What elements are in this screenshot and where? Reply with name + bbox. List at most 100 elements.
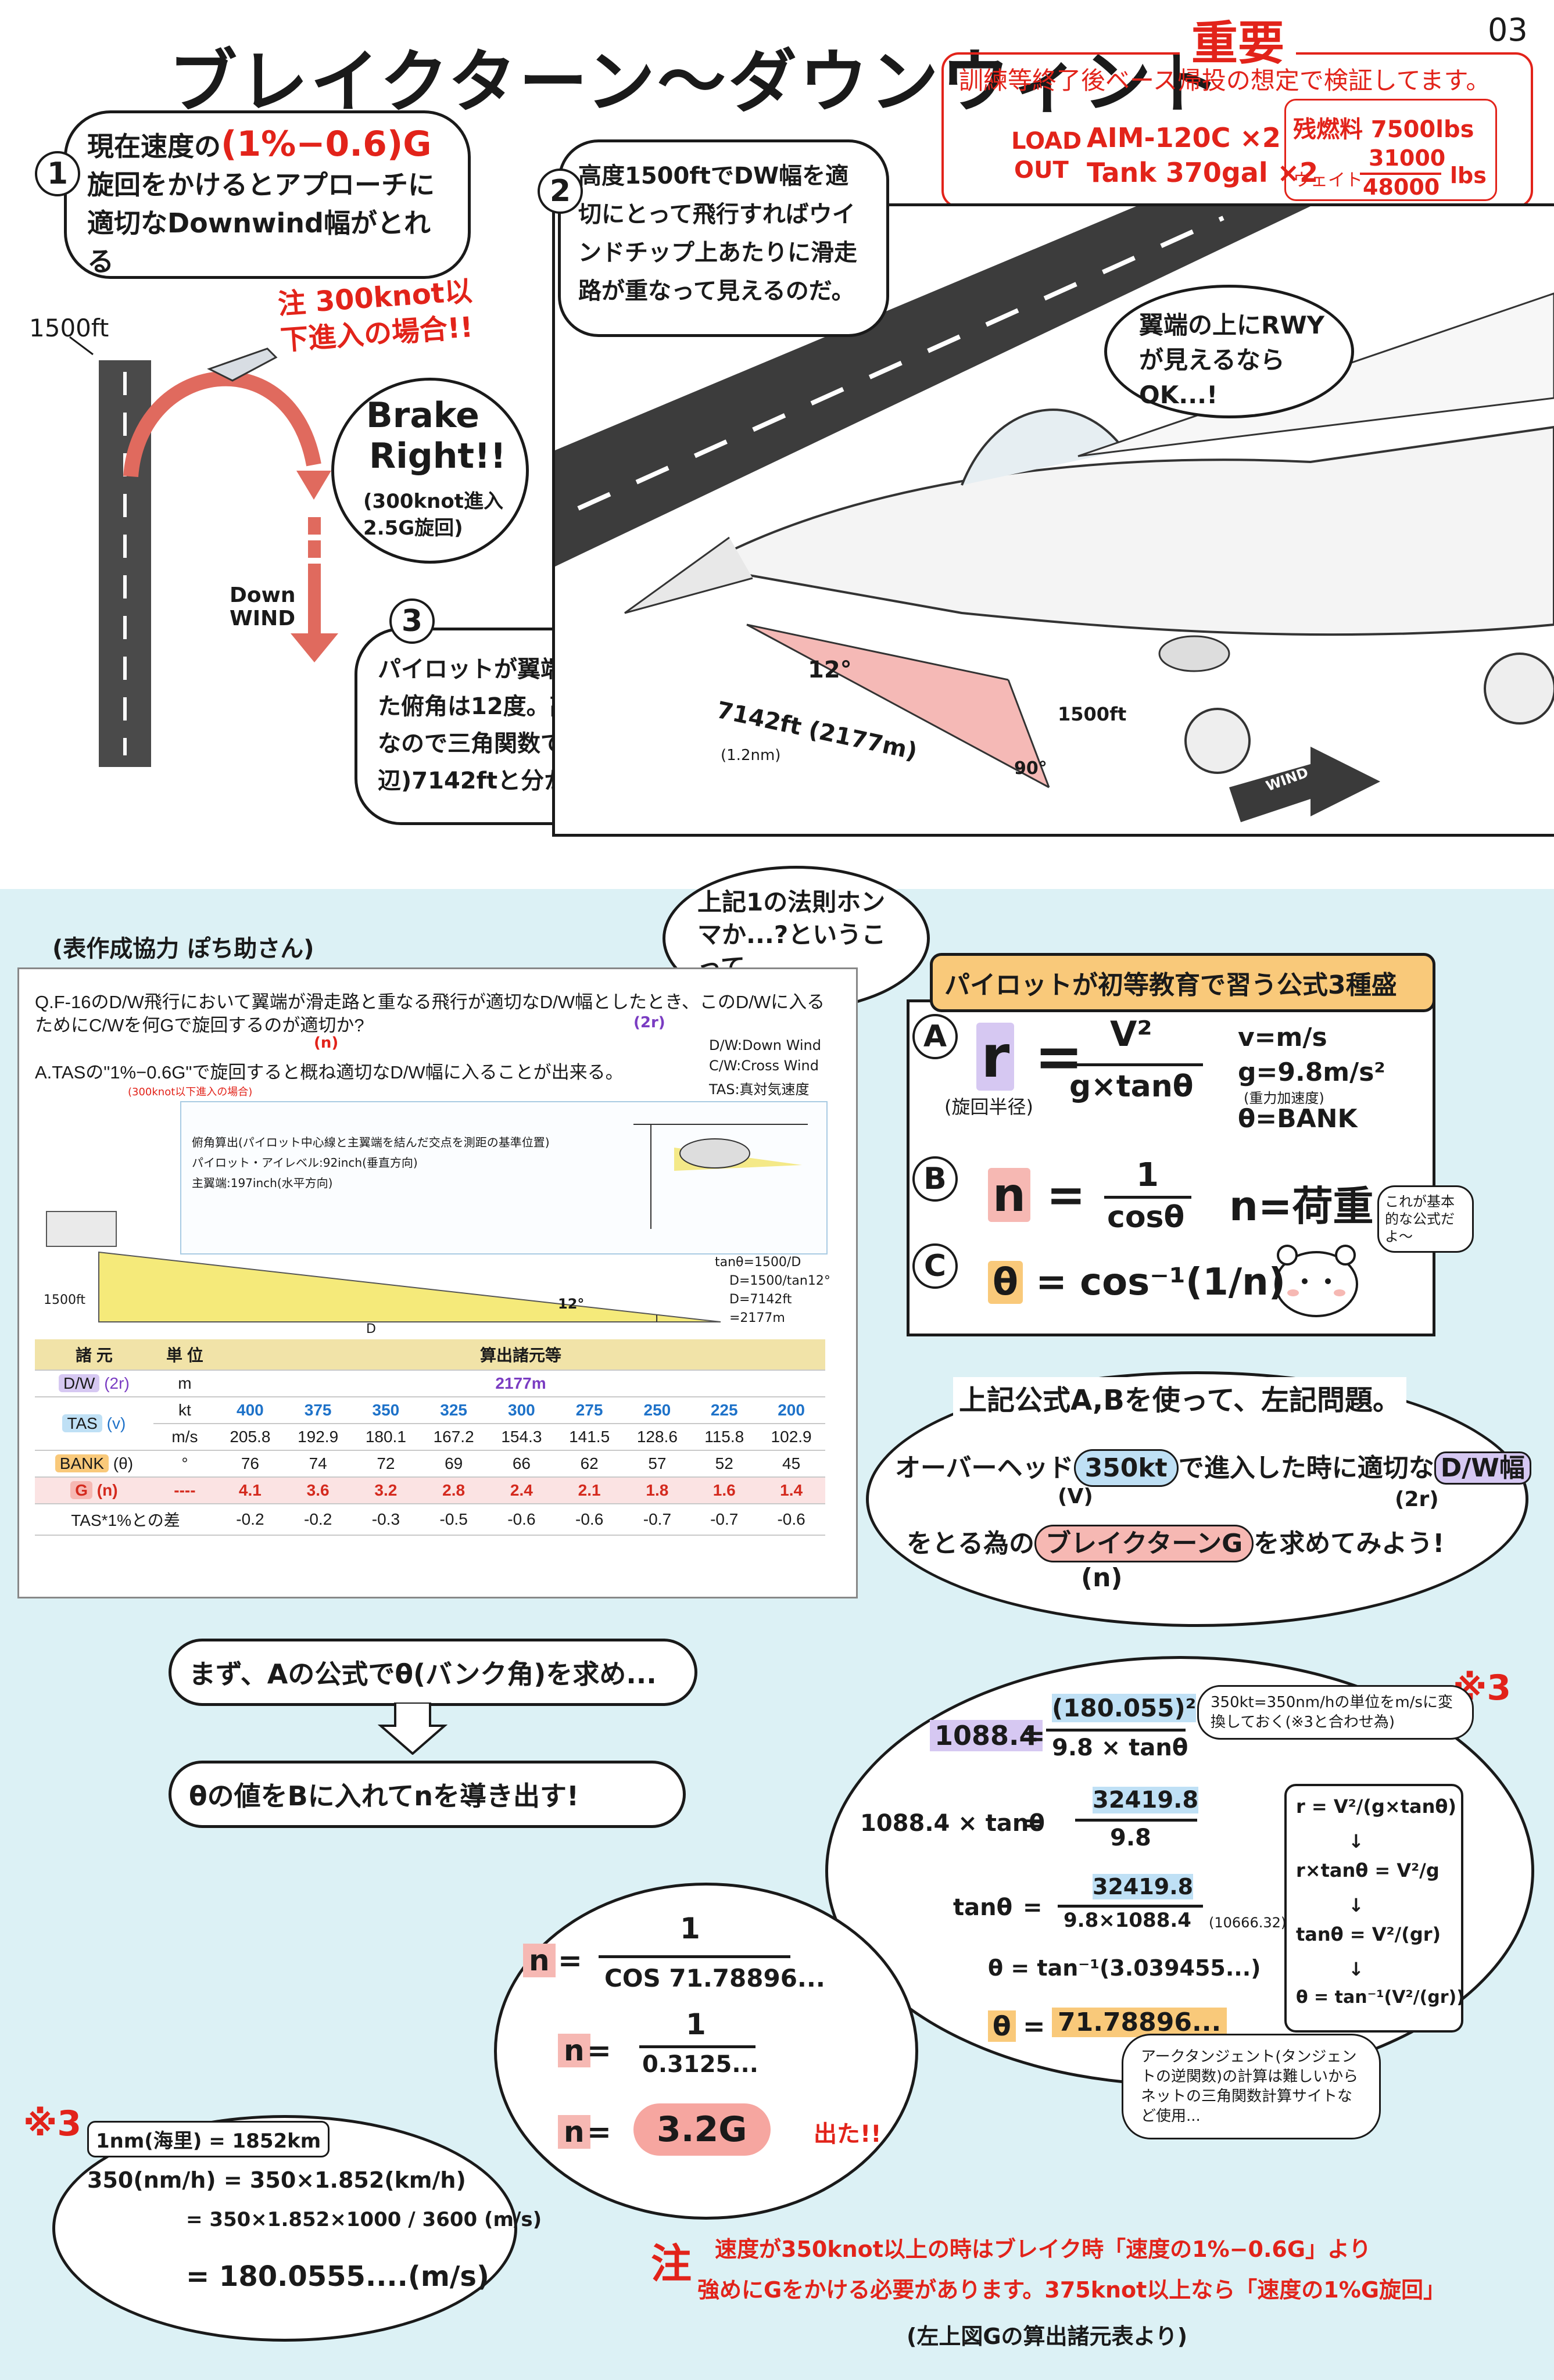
tas-kt-unit: kt bbox=[153, 1397, 217, 1424]
formula-a-num: V² bbox=[1110, 1014, 1152, 1055]
g-cell: 1.4 bbox=[757, 1477, 825, 1504]
derivation-arrow-2: ↓ bbox=[1348, 1894, 1364, 1916]
page-number: 03 bbox=[1488, 12, 1528, 48]
task-line2b: で進入した時に適切な bbox=[1178, 1453, 1434, 1483]
step2-bubble bbox=[558, 139, 889, 337]
altitude-label: 1500ft bbox=[29, 314, 109, 342]
conversion-mark: ※3 bbox=[23, 2103, 82, 2144]
mascot-icon bbox=[1274, 1245, 1358, 1317]
theta-l3-num: 32419.8 bbox=[1093, 1874, 1194, 1899]
table-legend-1: D/W:Down Wind bbox=[709, 1037, 821, 1053]
bottom-note-line1: 速度が350knot以上の時はブレイク時「速度の1%−0.6G」より bbox=[715, 2236, 1372, 2262]
theta-l2-num: 32419.8 bbox=[1093, 1787, 1199, 1813]
step1-range: (1%−0.6)G bbox=[221, 124, 432, 164]
theta-l4: θ = tan⁻¹(3.039455...) bbox=[988, 1955, 1261, 1981]
tas-ms-unit: m/s bbox=[153, 1424, 217, 1451]
tas-kt-cell: 325 bbox=[420, 1397, 488, 1424]
brake-line1: Brake bbox=[366, 395, 479, 436]
tan-note-2: D=1500/tan12° bbox=[729, 1274, 830, 1288]
task-dw: D/W幅 bbox=[1434, 1451, 1531, 1485]
step-a-bubble: まず、Aの公式でθ(バンク角)を求め... bbox=[169, 1639, 697, 1706]
dw-diagram-d: D bbox=[366, 1322, 376, 1336]
derivation-4: θ = tan⁻¹(V²/(gr)) bbox=[1296, 1987, 1465, 2008]
formula-a-note-4: θ=BANK bbox=[1238, 1104, 1358, 1134]
bank-unit: ° bbox=[153, 1450, 217, 1478]
formula-b-line bbox=[1104, 1196, 1191, 1199]
dw-diagram-1500: 1500ft bbox=[44, 1293, 85, 1307]
formula-b-note: n=荷重 bbox=[1229, 1182, 1374, 1230]
fuel-box bbox=[1284, 99, 1497, 201]
bank-cell: 74 bbox=[284, 1450, 352, 1478]
derivation-arrow-3: ↓ bbox=[1348, 1958, 1364, 1980]
diff-cell: -0.3 bbox=[352, 1504, 420, 1536]
step3-number: 3 bbox=[389, 598, 435, 644]
spec-table-wrap: 諸 元 単 位 算出諸元等 D/W (2r) m 2177m TAS (v) k… bbox=[35, 1339, 825, 1536]
table-row-dw: D/W (2r) m 2177m bbox=[35, 1370, 825, 1397]
table-row-g: G (n) ---- 4.1 3.6 3.2 2.8 2.4 2.1 1.8 1… bbox=[35, 1477, 825, 1504]
theta-l2-den: 9.8 bbox=[1110, 1825, 1151, 1851]
g-cell: 2.4 bbox=[488, 1477, 556, 1504]
derivation-2: r×tanθ = V²/g bbox=[1296, 1859, 1440, 1881]
header-values: 算出諸元等 bbox=[216, 1339, 825, 1371]
brake-line2: Right!! bbox=[369, 436, 506, 476]
conversion-l3: = 350×1.852×1000 / 3600 (m/s) bbox=[186, 2208, 542, 2231]
triangle-angle: 12° bbox=[808, 657, 852, 683]
task-line1: 上記公式A,Bを使って、左記問題。 bbox=[953, 1377, 1407, 1418]
depression-calc-box bbox=[180, 1101, 828, 1254]
dw-value: 2177m bbox=[216, 1370, 825, 1397]
n-l2-den: 0.3125... bbox=[642, 2051, 758, 2078]
brake-bubble bbox=[331, 378, 529, 564]
table-question-note-n: (n) bbox=[314, 1034, 339, 1052]
step-b-bubble: θの値をBに入れてnを導き出す! bbox=[169, 1761, 686, 1828]
tas-kt-cell: 200 bbox=[757, 1397, 825, 1424]
formula-a-note-1: v=m/s bbox=[1238, 1023, 1327, 1052]
g-cell: 3.2 bbox=[352, 1477, 420, 1504]
bank-label-cell: BANK (θ) bbox=[35, 1450, 153, 1478]
formula-b-lhs-n: n bbox=[988, 1168, 1030, 1222]
weight-fraction-line bbox=[1360, 173, 1441, 175]
tas-kt-cell: 350 bbox=[352, 1397, 420, 1424]
theta-l1-den: 9.8 × tanθ bbox=[1052, 1734, 1188, 1761]
important-heading: 重要 bbox=[1180, 6, 1296, 73]
table-answer-note: (300knot以下進入の場合) bbox=[128, 1086, 253, 1098]
g-cell: 1.8 bbox=[623, 1477, 692, 1504]
theta-l5-lhs: θ bbox=[988, 2010, 1016, 2042]
formula-c-lhs: θ bbox=[988, 1261, 1023, 1304]
tas-ms-cell: 154.3 bbox=[488, 1424, 556, 1451]
task-line2a: オーバーヘッド bbox=[895, 1453, 1074, 1483]
n-l2-line bbox=[639, 2045, 755, 2048]
header-unit: 単 位 bbox=[153, 1339, 217, 1371]
formula-panel-title: パイロットが初等教育で習う公式3種盛 bbox=[930, 953, 1435, 1012]
formula-a-note-3: (重力加速度) bbox=[1244, 1090, 1324, 1106]
derivation-1: r = V²/(g×tanθ) bbox=[1296, 1795, 1456, 1818]
conversion-l1: 1nm(海里) = 1852km bbox=[87, 2121, 330, 2157]
n-l1-eq: = bbox=[558, 1944, 582, 1977]
n-l1-line bbox=[599, 1955, 790, 1958]
diff-label: TAS*1%との差 bbox=[35, 1504, 217, 1536]
diff-cell: -0.5 bbox=[420, 1504, 488, 1536]
theta-l3-den: 9.8×1088.4 bbox=[1064, 1909, 1191, 1932]
step2-text: 高度1500ftでDW幅を適切にとって飛行すればウインドチップ上あたりに滑走路が… bbox=[578, 163, 857, 304]
spec-table: 諸 元 単 位 算出諸元等 D/W (2r) m 2177m TAS (v) k… bbox=[35, 1339, 825, 1536]
n-l1-den: COS 71.78896... bbox=[604, 1964, 825, 1992]
n-l2-eq: = bbox=[587, 2034, 611, 2067]
bank-cell: 45 bbox=[757, 1450, 825, 1478]
tas-ms-cell: 192.9 bbox=[284, 1424, 352, 1451]
depression-box-title: 俯角算出(パイロット中心線と主翼端を結んだ交点を測距の基準位置) bbox=[192, 1135, 550, 1149]
tas-ms-cell: 128.6 bbox=[623, 1424, 692, 1451]
tas-label-cell: TAS (v) bbox=[35, 1397, 153, 1451]
task-speed-sub: (V) bbox=[1058, 1485, 1093, 1508]
table-row-diff: TAS*1%との差 -0.2 -0.2 -0.3 -0.5 -0.6 -0.6 … bbox=[35, 1504, 825, 1536]
tas-sub: (v) bbox=[106, 1414, 126, 1432]
theta-l5-rhs: 71.78896... bbox=[1052, 2008, 1227, 2037]
formula-c: θ = cos⁻¹(1/n) bbox=[988, 1261, 1286, 1304]
n-exclaim: 出た!! bbox=[814, 2121, 882, 2148]
g-sub: (n) bbox=[96, 1481, 118, 1499]
formula-c-mark: C bbox=[912, 1243, 958, 1289]
formula-b-lhs: n = bbox=[988, 1168, 1086, 1222]
task-bubble bbox=[866, 1371, 1528, 1627]
step1-text-b: 旋回をかけるとアプローチに適切なDownwind幅がとれる bbox=[87, 169, 435, 277]
n-l1-lhs: n bbox=[523, 1944, 556, 1977]
